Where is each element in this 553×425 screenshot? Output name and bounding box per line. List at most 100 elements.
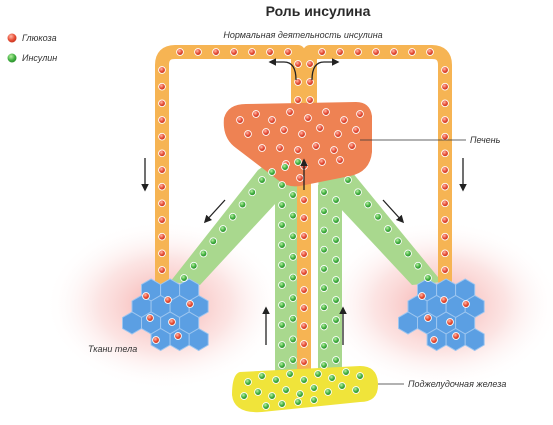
glucose-molecule — [294, 60, 302, 68]
insulin-molecule — [320, 322, 328, 331]
glucose-molecule — [174, 332, 182, 340]
glucose-molecule — [230, 48, 238, 56]
insulin-molecule — [320, 361, 328, 369]
insulin-molecule — [356, 372, 364, 380]
insulin-molecules — [180, 158, 432, 410]
glucose-molecule — [176, 48, 184, 56]
insulin-molecule — [332, 356, 340, 364]
glucose-molecule — [316, 124, 324, 132]
insulin-molecule — [289, 232, 297, 241]
insulin-molecule — [289, 273, 297, 282]
insulin-branch-right — [325, 172, 442, 285]
glucose-molecule — [462, 300, 470, 308]
glucose-molecule — [418, 292, 426, 300]
glucose-molecule — [441, 116, 449, 124]
insulin-molecule — [286, 370, 294, 378]
glucose-molecule — [441, 149, 449, 158]
legend-glucose-label: Глюкоза — [22, 33, 57, 43]
glucose-molecule — [408, 48, 416, 56]
insulin-molecule — [199, 249, 208, 258]
insulin-molecule — [354, 188, 362, 197]
insulin-molecule — [352, 386, 360, 394]
liver — [223, 102, 372, 187]
glucose-molecule — [330, 146, 338, 154]
insulin-molecule — [278, 261, 286, 269]
tissues-label: Ткани тела — [88, 344, 137, 354]
glucose-molecule — [430, 336, 438, 344]
arrow-to-left-tissue — [203, 199, 226, 224]
insulin-molecule — [384, 225, 392, 233]
glucose-molecule — [244, 130, 252, 138]
arrow-to-right-tissue — [382, 199, 405, 224]
insulin-molecule — [278, 321, 286, 329]
insulin-molecule — [238, 200, 247, 209]
glucose-molecule — [158, 249, 166, 258]
insulin-molecule — [294, 398, 302, 406]
glucose-molecule — [280, 126, 288, 134]
glucose-molecule — [352, 126, 360, 134]
glucose-molecule — [318, 48, 326, 56]
glucose-molecule — [306, 96, 314, 104]
insulin-molecule — [310, 396, 318, 404]
glucose-molecule — [441, 266, 449, 274]
glucose-molecule — [142, 292, 150, 300]
glucose-molecule — [158, 132, 166, 141]
glucose-molecule — [441, 216, 449, 224]
glucose-molecule — [158, 66, 166, 74]
insulin-molecule — [294, 158, 302, 166]
insulin-molecule — [281, 163, 289, 171]
glucose-molecule — [286, 108, 294, 116]
glucose-molecule — [158, 216, 166, 224]
glucose-molecule — [441, 249, 449, 258]
glucose-molecule — [164, 296, 172, 304]
glucose-molecule — [158, 166, 166, 174]
glucose-molecule — [300, 322, 308, 330]
glucose-molecule — [312, 142, 320, 150]
insulin-branch-left — [170, 170, 288, 285]
flow-arrows — [141, 58, 467, 345]
glucose-molecule — [152, 336, 160, 344]
insulin-molecule — [344, 176, 352, 184]
glucose-molecule — [336, 48, 344, 56]
glucose-molecule — [146, 314, 154, 322]
insulin-molecule — [278, 341, 286, 349]
glucose-molecule — [158, 99, 166, 108]
insulin-molecule — [332, 276, 340, 284]
tissue-cell — [464, 327, 485, 352]
insulin-molecule — [209, 237, 218, 246]
glucose-molecule — [300, 250, 308, 258]
glucose-molecule — [268, 116, 276, 124]
glucose-molecule — [441, 166, 449, 174]
insulin-molecule — [364, 200, 372, 209]
insulin-molecule — [314, 370, 322, 378]
insulin-molecule — [320, 265, 328, 273]
glucose-molecule — [300, 304, 308, 312]
subtitle-label: Нормальная деятельность инсулина — [223, 30, 382, 40]
glucose-molecule — [186, 300, 194, 308]
insulin-molecule — [244, 378, 252, 386]
insulin-molecule — [310, 384, 318, 392]
insulin-molecule — [262, 402, 270, 410]
glucose-molecule — [354, 48, 362, 56]
insulin-molecule — [248, 188, 257, 197]
glucose-molecule — [158, 82, 166, 91]
insulin-molecule — [320, 207, 328, 216]
insulin-molecule — [332, 216, 340, 224]
insulin-molecule — [289, 335, 297, 344]
insulin-molecule — [268, 168, 276, 176]
legend: Глюкоза Инсулин — [6, 32, 57, 64]
glucose-molecules — [142, 48, 470, 366]
glucose-molecule — [441, 199, 449, 208]
leader-lines — [360, 139, 466, 385]
insulin-molecule — [289, 294, 297, 302]
glucose-molecule — [158, 232, 166, 241]
insulin-molecule — [320, 341, 328, 350]
glucose-molecule — [306, 60, 314, 68]
glucose-molecule — [390, 48, 398, 56]
glucose-molecule — [340, 116, 348, 124]
glucose-molecule — [168, 318, 176, 326]
vessel-left-loop — [155, 45, 305, 287]
tissue-cell — [398, 311, 418, 335]
glucose-molecule — [441, 99, 449, 108]
